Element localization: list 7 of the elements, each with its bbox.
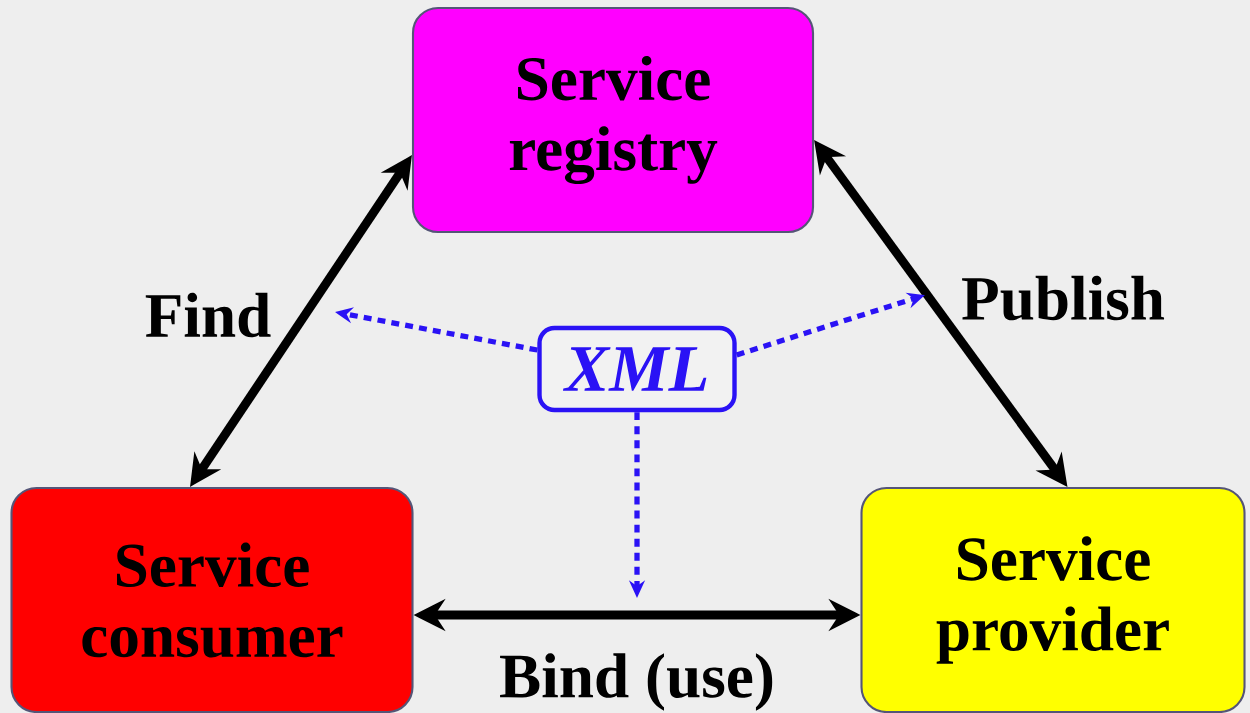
process-box: Service provider: [860, 486, 1246, 713]
process-box: Service consumer: [10, 486, 414, 713]
tag-box: XML: [537, 325, 737, 413]
edge-label: Bind (use): [500, 653, 773, 711]
edge-label: Find: [145, 292, 271, 338]
edge-label: Publish: [962, 275, 1165, 321]
process-box: Service registry: [411, 6, 815, 234]
